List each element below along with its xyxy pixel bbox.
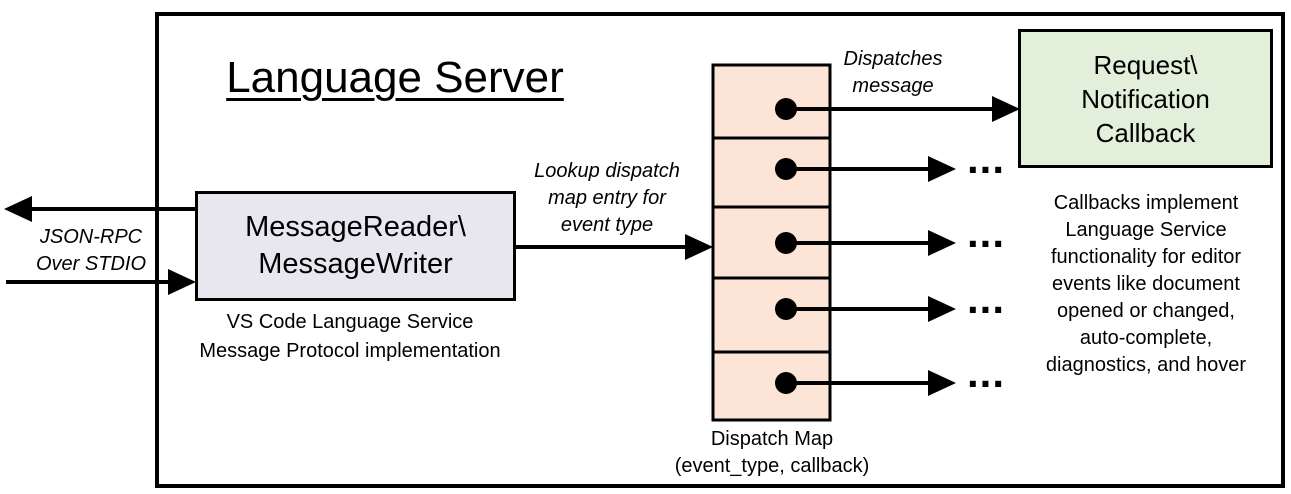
message-reader-writer-box: MessageReader\ MessageWriter xyxy=(195,191,516,301)
request-notification-callback-box: Request\ Notification Callback xyxy=(1018,29,1273,168)
language-server-boundary xyxy=(155,12,1285,488)
callbacks-description: Callbacks implement Language Service fun… xyxy=(1045,192,1247,376)
json-rpc-stdio-label: JSON-RPC Over STDIO xyxy=(35,226,146,275)
dispatches-message-annotation: Dispatches message xyxy=(843,48,943,97)
diagram-title: Language Server xyxy=(226,53,564,102)
message-reader-writer-label: MessageReader\ MessageWriter xyxy=(245,211,466,280)
message-box-caption: VS Code Language Service Message Protoco… xyxy=(199,311,501,362)
lookup-annotation: Lookup dispatch map entry for event type xyxy=(534,160,680,236)
dispatch-map-caption: Dispatch Map (event_type, callback) xyxy=(674,428,870,477)
callback-box-label: Request\ Notification Callback xyxy=(1081,49,1210,148)
